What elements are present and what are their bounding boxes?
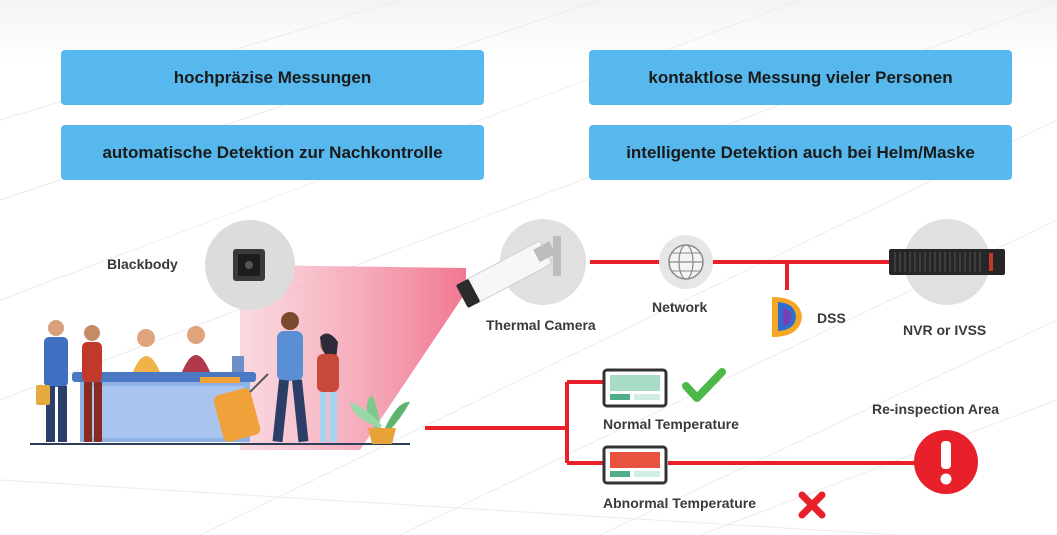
exclamation-alert-icon: [914, 430, 978, 494]
monitor-abnormal-icon: [602, 445, 668, 485]
feature-text: automatische Detektion zur Nachkontrolle: [102, 142, 443, 162]
feature-box-precision: hochpräzise Messungen: [61, 50, 484, 105]
label-blackbody: Blackbody: [107, 256, 178, 272]
globe-icon: [659, 235, 713, 289]
blackbody-device-icon: [205, 220, 295, 310]
feature-text: intelligente Detektion auch bei Helm/Mas…: [626, 142, 975, 162]
network-lines: [425, 260, 918, 465]
monitor-normal-icon: [602, 368, 668, 408]
label-abnormal-temperature: Abnormal Temperature: [603, 495, 756, 511]
label-nvr: NVR or IVSS: [903, 322, 987, 338]
feature-text: hochpräzise Messungen: [173, 67, 372, 87]
feature-box-helmet-mask: intelligente Detektion auch bei Helm/Mas…: [589, 125, 1012, 180]
reception-scene-illustration: [30, 312, 410, 445]
check-icon: [682, 368, 726, 402]
label-normal-temperature: Normal Temperature: [603, 416, 739, 432]
label-thermal-camera: Thermal Camera: [486, 317, 596, 333]
cross-icon: [798, 491, 826, 519]
dss-logo-icon: [772, 297, 802, 337]
label-dss: DSS: [817, 310, 846, 326]
feature-box-auto-detection: automatische Detektion zur Nachkontrolle: [61, 125, 484, 180]
label-network: Network: [652, 299, 708, 315]
feature-text: kontaktlose Messung vieler Personen: [648, 67, 953, 87]
nvr-rack-icon: [889, 219, 1005, 305]
feature-box-contactless: kontaktlose Messung vieler Personen: [589, 50, 1012, 105]
label-reinspection-area: Re-inspection Area: [872, 401, 1000, 417]
thermal-camera-icon: [456, 219, 586, 308]
